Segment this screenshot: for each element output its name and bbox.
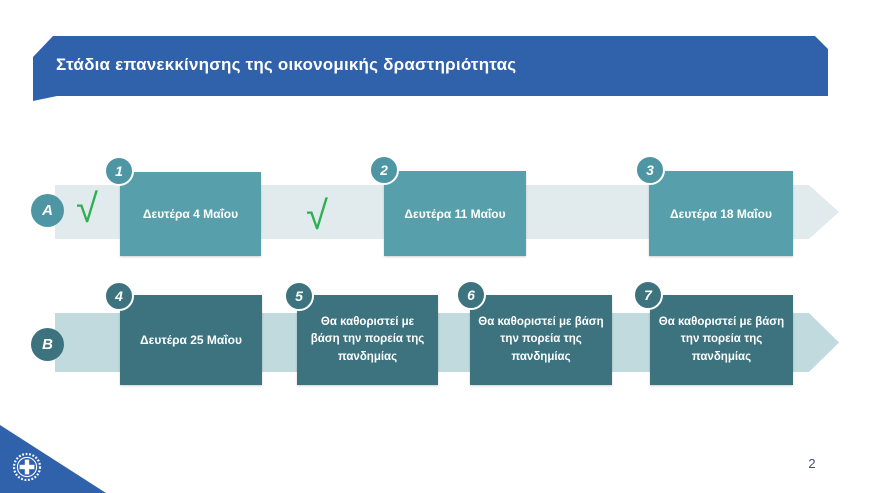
- stage-5-label: Θα καθοριστεί με βάση την πορεία της παν…: [310, 316, 425, 363]
- checkmark-icon: √: [306, 193, 328, 239]
- row-b-label: B: [42, 336, 53, 353]
- stage-2-number: 2: [380, 162, 388, 178]
- stage-7-box: Θα καθοριστεί με βάση την πορεία της παν…: [650, 295, 793, 385]
- title-banner: Στάδια επανεκκίνησης της οικονομικής δρα…: [33, 36, 828, 101]
- stage-3-label: Δευτέρα 18 Μαΐου: [670, 206, 772, 221]
- stage-2-number-badge: 2: [369, 155, 399, 185]
- stage-3-number-badge: 3: [635, 155, 665, 185]
- stage-7-number: 7: [644, 287, 652, 303]
- stage-4-label: Δευτέρα 25 Μαΐου: [140, 333, 242, 347]
- stage-7-label: Θα καθοριστεί με βάση την πορεία της παν…: [658, 316, 785, 363]
- slide-title: Στάδια επανεκκίνησης της οικονομικής δρα…: [56, 55, 517, 74]
- stage-4-box: Δευτέρα 25 Μαΐου: [120, 295, 262, 385]
- stage-3-number: 3: [646, 162, 654, 178]
- stage-2-label: Δευτέρα 11 Μαΐου: [404, 206, 506, 221]
- page-number: 2: [808, 456, 816, 471]
- greek-government-emblem-icon: [12, 452, 42, 482]
- stage-5-number: 5: [295, 288, 303, 304]
- row-b-badge: B: [31, 328, 64, 361]
- stage-1-number-badge: 1: [104, 156, 134, 186]
- stage-5-number-badge: 5: [284, 281, 314, 311]
- stage-7-number-badge: 7: [633, 280, 663, 310]
- stage-4-number: 4: [115, 288, 123, 304]
- stage-1-number: 1: [115, 163, 123, 179]
- stage-6-label: Θα καθοριστεί με βάση την πορεία της παν…: [478, 316, 604, 363]
- stage-6-number: 6: [467, 287, 475, 303]
- stage-4-number-badge: 4: [104, 281, 134, 311]
- stage-6-box: Θα καθοριστεί με βάση την πορεία της παν…: [470, 295, 612, 385]
- stage-3-box: Δευτέρα 18 Μαΐου: [649, 171, 793, 256]
- stage-5-box: Θα καθοριστεί με βάση την πορεία της παν…: [297, 295, 438, 385]
- stage-1-box: Δευτέρα 4 Μαΐου: [120, 172, 261, 256]
- stage-6-number-badge: 6: [456, 280, 486, 310]
- row-a-badge: A: [31, 194, 64, 227]
- row-a-label: A: [42, 202, 53, 219]
- stage-1-label: Δευτέρα 4 Μαΐου: [142, 207, 239, 221]
- stage-2-box: Δευτέρα 11 Μαΐου: [384, 171, 526, 256]
- checkmark-icon: √: [76, 186, 98, 232]
